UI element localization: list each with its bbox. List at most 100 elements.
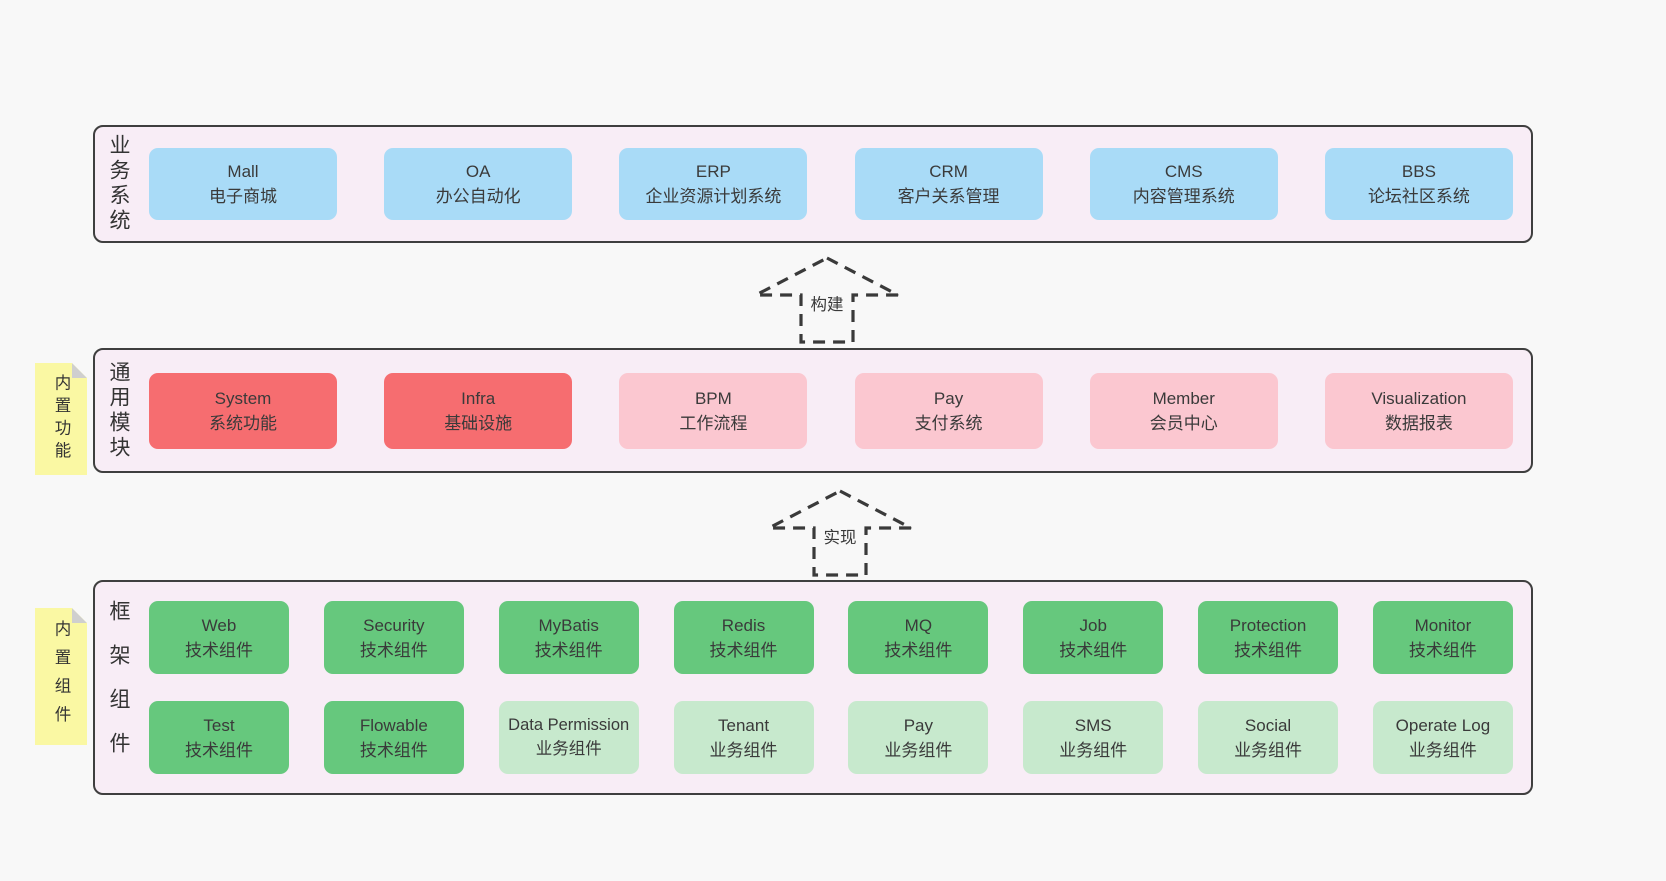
node-pay: Pay 支付系统: [854, 372, 1043, 449]
node-subtitle: 业务组件: [1408, 740, 1477, 760]
node-system: System 系统功能: [149, 372, 337, 449]
sticky-fold-icon: [72, 608, 87, 623]
node-subtitle: 业务组件: [884, 740, 953, 760]
node-subtitle: 技术组件: [1408, 640, 1477, 660]
sticky-text: 内置功能: [52, 374, 70, 464]
node-title: Data Permission: [508, 716, 630, 734]
arrow-implement: 实现: [765, 487, 915, 579]
node-title: Social: [1244, 715, 1292, 735]
node-subtitle: 业务组件: [1059, 740, 1128, 760]
sticky-text: 内置组件: [52, 619, 70, 734]
node-title: System: [214, 388, 272, 408]
node-sms: SMS 业务组件: [1023, 701, 1164, 774]
node-mybatis: MyBatis 技术组件: [498, 601, 639, 674]
node-subtitle: 业务组件: [1234, 740, 1303, 760]
section-label-col: 业务系统: [95, 127, 141, 241]
node-security: Security 技术组件: [323, 601, 464, 674]
framework-row-1: Web 技术组件 Security 技术组件 MyBatis 技术组件 Redi…: [149, 601, 1513, 674]
node-subtitle: 技术组件: [359, 740, 428, 760]
node-title: Web: [201, 615, 237, 635]
node-mq: MQ 技术组件: [848, 601, 989, 674]
node-title: Visualization: [1371, 388, 1467, 408]
node-bbs: BBS 论坛社区系统: [1324, 148, 1513, 220]
node-flowable: Flowable 技术组件: [323, 701, 464, 774]
node-infra: Infra 基础设施: [384, 372, 573, 449]
node-data-permission: Data Permission 业务组件: [498, 701, 639, 774]
sticky-note-built-in-components: 内置组件: [35, 608, 87, 745]
node-subtitle: 技术组件: [185, 740, 253, 760]
node-subtitle: 内容管理系统: [1132, 187, 1235, 206]
node-subtitle: 技术组件: [359, 640, 428, 660]
node-title: MyBatis: [538, 615, 599, 635]
arrow-build-label: 构建: [806, 290, 848, 316]
node-subtitle: 技术组件: [884, 640, 953, 660]
node-subtitle: 办公自动化: [435, 187, 521, 206]
node-subtitle: 技术组件: [1059, 640, 1128, 660]
node-title: Security: [363, 615, 425, 635]
sticky-fold-icon: [72, 363, 87, 378]
section-business-label: 业务系统: [107, 134, 130, 234]
node-web: Web 技术组件: [149, 601, 289, 674]
node-visualization: Visualization 数据报表: [1324, 372, 1513, 449]
node-subtitle: 系统功能: [209, 413, 277, 433]
node-title: BBS: [1401, 162, 1436, 181]
node-title: OA: [465, 162, 491, 181]
node-title: Pay: [903, 715, 934, 735]
node-title: CRM: [929, 162, 968, 181]
dashed-up-arrow-icon: [768, 489, 912, 577]
node-member: Member 会员中心: [1089, 372, 1278, 449]
common-boxes-row: System 系统功能 Infra 基础设施 BPM 工作流程 Pay 支付系统…: [141, 350, 1531, 471]
node-title: Flowable: [359, 715, 428, 735]
node-subtitle: 数据报表: [1384, 413, 1453, 433]
dashed-up-arrow-icon: [755, 256, 899, 344]
section-framework-label: 框架组件: [107, 599, 130, 776]
node-subtitle: 企业资源计划系统: [645, 187, 782, 206]
node-title: Test: [203, 715, 235, 735]
node-job: Job 技术组件: [1023, 601, 1164, 674]
node-title: Tenant: [718, 715, 770, 735]
node-social: Social 业务组件: [1198, 701, 1339, 774]
node-crm: CRM 客户关系管理: [854, 148, 1043, 220]
node-title: Pay: [933, 388, 964, 408]
node-title: BPM: [694, 388, 732, 408]
node-monitor: Monitor 技术组件: [1372, 601, 1513, 674]
section-business-systems: 业务系统 Mall 电子商城 OA 办公自动化 ERP 企业资源计划系统 CRM…: [93, 125, 1533, 243]
sticky-note-built-in-features: 内置功能: [35, 363, 87, 475]
node-title: Infra: [461, 388, 496, 408]
node-subtitle: 基础设施: [444, 413, 513, 433]
node-subtitle: 工作流程: [679, 413, 748, 433]
node-title: Redis: [721, 615, 766, 635]
node-subtitle: 技术组件: [185, 640, 253, 660]
node-title: MQ: [904, 615, 933, 635]
node-protection: Protection 技术组件: [1198, 601, 1339, 674]
node-subtitle: 技术组件: [709, 640, 778, 660]
framework-row-2: Test 技术组件 Flowable 技术组件 Data Permission …: [149, 701, 1513, 774]
node-mall: Mall 电子商城: [149, 148, 337, 220]
section-framework-components: 框架组件 Web 技术组件 Security 技术组件 MyBatis 技术组件…: [93, 580, 1533, 795]
node-title: Job: [1079, 615, 1107, 635]
node-test: Test 技术组件: [149, 701, 289, 774]
node-bpm: BPM 工作流程: [619, 372, 808, 449]
node-pay-biz: Pay 业务组件: [848, 701, 989, 774]
section-label-col: 框架组件: [95, 582, 141, 793]
node-subtitle: 客户关系管理: [897, 187, 1000, 206]
node-title: Operate Log: [1395, 715, 1491, 735]
business-boxes-row: Mall 电子商城 OA 办公自动化 ERP 企业资源计划系统 CRM 客户关系…: [141, 127, 1531, 241]
node-subtitle: 技术组件: [534, 640, 603, 660]
section-common-modules: 通用模块 System 系统功能 Infra 基础设施 BPM 工作流程 Pay…: [93, 348, 1533, 473]
section-common-label: 通用模块: [107, 360, 130, 461]
node-erp: ERP 企业资源计划系统: [619, 148, 808, 220]
node-title: Mall: [227, 162, 259, 181]
node-title: SMS: [1074, 715, 1112, 735]
node-tenant: Tenant 业务组件: [673, 701, 814, 774]
node-title: Protection: [1229, 615, 1307, 635]
node-subtitle: 论坛社区系统: [1367, 187, 1470, 206]
node-title: CMS: [1164, 162, 1203, 181]
node-oa: OA 办公自动化: [384, 148, 573, 220]
arrow-implement-label: 实现: [819, 523, 861, 549]
node-title: ERP: [695, 162, 731, 181]
node-subtitle: 支付系统: [914, 413, 983, 433]
node-subtitle: 业务组件: [535, 740, 602, 758]
framework-boxes-grid: Web 技术组件 Security 技术组件 MyBatis 技术组件 Redi…: [141, 582, 1531, 793]
